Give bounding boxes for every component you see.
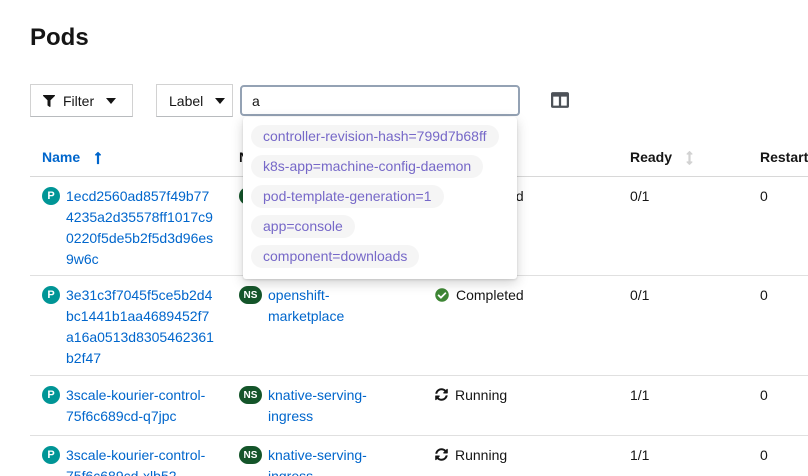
namespace-cell: NS knative-serving-ingress <box>227 436 423 476</box>
name-cell: P 3e31c3f7045f5ce5b2d4bc1441b1aa4689452f… <box>30 276 227 375</box>
namespace-cell: NS knative-serving-ingress <box>227 376 423 435</box>
manage-columns-button[interactable] <box>549 89 571 111</box>
label-suggestion-chip[interactable]: controller-revision-hash=799d7b68ff <box>251 125 499 148</box>
status-text: Running <box>455 387 508 403</box>
namespace-badge: NS <box>239 386 262 404</box>
column-header-ready[interactable]: Ready <box>618 140 748 176</box>
label-suggestion-chip[interactable]: k8s-app=machine-config-daemon <box>251 155 484 178</box>
pod-badge: P <box>42 187 60 205</box>
status-cell: Running <box>423 436 618 476</box>
label-suggestion-chip[interactable]: pod-template-generation=1 <box>251 185 444 208</box>
namespace-badge: NS <box>239 286 262 304</box>
ready-cell: 0/1 <box>630 287 650 303</box>
pod-name-link[interactable]: 3e31c3f7045f5ce5b2d4bc1441b1aa4689452f7a… <box>66 287 214 366</box>
status-cell: Completed <box>423 276 618 375</box>
pod-badge: P <box>42 446 60 464</box>
namespace-cell: NS openshift-marketplace <box>227 276 423 375</box>
label-suggestions-dropdown: controller-revision-hash=799d7b68ff k8s-… <box>243 117 517 279</box>
status-text: Running <box>455 447 508 463</box>
restarts-cell: 0 <box>760 447 768 463</box>
pod-name-link[interactable]: 1ecd2560ad857f49b774235a2d35578ff1017c90… <box>66 188 214 267</box>
table-row: P 3e31c3f7045f5ce5b2d4bc1441b1aa4689452f… <box>30 276 808 376</box>
namespace-link[interactable]: knative-serving-ingress <box>268 447 367 476</box>
filter-type-select[interactable]: Label <box>156 84 233 117</box>
label-suggestion-chip[interactable]: component=downloads <box>251 245 420 268</box>
name-cell: P 3scale-kourier-control-75f6c689cd-xlb5… <box>30 436 227 476</box>
chevron-down-icon <box>215 97 226 104</box>
sort-ascending-arrow-icon <box>94 151 102 165</box>
column-header-name-label: Name <box>42 149 81 165</box>
table-row: P 3scale-kourier-control-75f6c689cd-q7jp… <box>30 376 808 436</box>
pod-badge: P <box>42 286 60 304</box>
ready-cell: 0/1 <box>630 188 650 204</box>
namespace-badge: NS <box>239 446 262 464</box>
namespace-link[interactable]: openshift-marketplace <box>268 287 345 324</box>
namespace-link[interactable]: knative-serving-ingress <box>268 387 367 424</box>
column-header-restarts[interactable]: Restarts <box>748 140 808 176</box>
column-header-restarts-label: Restarts <box>760 149 808 165</box>
restarts-cell: 0 <box>760 287 768 303</box>
page-title: Pods <box>30 24 89 51</box>
filter-funnel-icon <box>43 94 55 107</box>
filter-type-label: Label <box>169 92 204 109</box>
columns-icon <box>551 91 569 109</box>
name-cell: P 1ecd2560ad857f49b774235a2d35578ff1017c… <box>30 177 227 275</box>
name-cell: P 3scale-kourier-control-75f6c689cd-q7jp… <box>30 376 227 435</box>
ready-cell: 1/1 <box>630 387 650 403</box>
status-running-icon <box>435 448 448 461</box>
sortable-arrows-icon <box>686 151 693 165</box>
chevron-down-icon <box>106 97 117 104</box>
pod-name-link[interactable]: 3scale-kourier-control-75f6c689cd-xlb52 <box>66 447 206 476</box>
status-text: Completed <box>456 287 524 303</box>
filter-dropdown-button[interactable]: Filter <box>30 84 133 117</box>
ready-cell: 1/1 <box>630 447 650 463</box>
label-search-input[interactable] <box>240 85 520 116</box>
status-running-icon <box>435 388 448 401</box>
restarts-cell: 0 <box>760 387 768 403</box>
table-row: P 3scale-kourier-control-75f6c689cd-xlb5… <box>30 436 808 476</box>
filter-button-label: Filter <box>63 92 95 109</box>
column-header-ready-label: Ready <box>630 149 673 165</box>
restarts-cell: 0 <box>760 188 768 204</box>
label-suggestion-chip[interactable]: app=console <box>251 215 355 238</box>
status-cell: Running <box>423 376 618 435</box>
pod-badge: P <box>42 386 60 404</box>
status-completed-icon <box>435 288 449 302</box>
column-header-name[interactable]: Name <box>30 140 227 176</box>
pod-name-link[interactable]: 3scale-kourier-control-75f6c689cd-q7jpc <box>66 387 206 424</box>
